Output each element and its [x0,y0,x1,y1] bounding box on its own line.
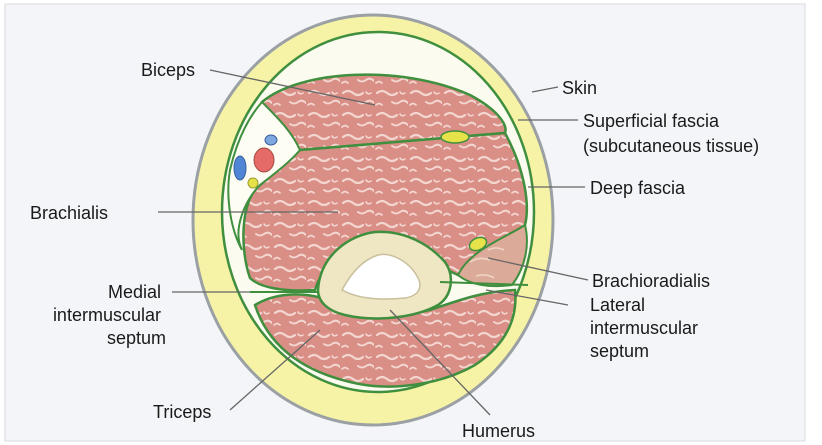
label-triceps: Triceps [153,402,211,422]
label-superficial-fascia-line1: Superficial fascia [583,111,720,131]
label-lateral-septum-line1: Lateral [590,295,645,315]
label-biceps: Biceps [141,60,195,80]
brachial-vein-icon [234,156,246,180]
label-deep-fascia: Deep fascia [590,178,686,198]
label-brachialis: Brachialis [30,203,108,223]
basilic-vein-icon [265,135,277,145]
label-lateral-septum-line3: septum [590,341,649,361]
label-brachioradialis: Brachioradialis [592,271,710,291]
label-medial-septum-line1: Medial [108,282,161,302]
label-medial-septum-line3: septum [107,328,166,348]
label-superficial-fascia-line2: (subcutaneous tissue) [583,136,759,156]
label-lateral-septum-line2: intermuscular [590,318,698,338]
musculocutaneous-nerve-icon [441,131,469,143]
label-humerus: Humerus [462,421,535,441]
label-medial-septum-line2: intermuscular [53,305,161,325]
median-nerve-icon [248,178,258,188]
brachial-artery-icon [254,148,274,172]
label-skin: Skin [562,78,597,98]
